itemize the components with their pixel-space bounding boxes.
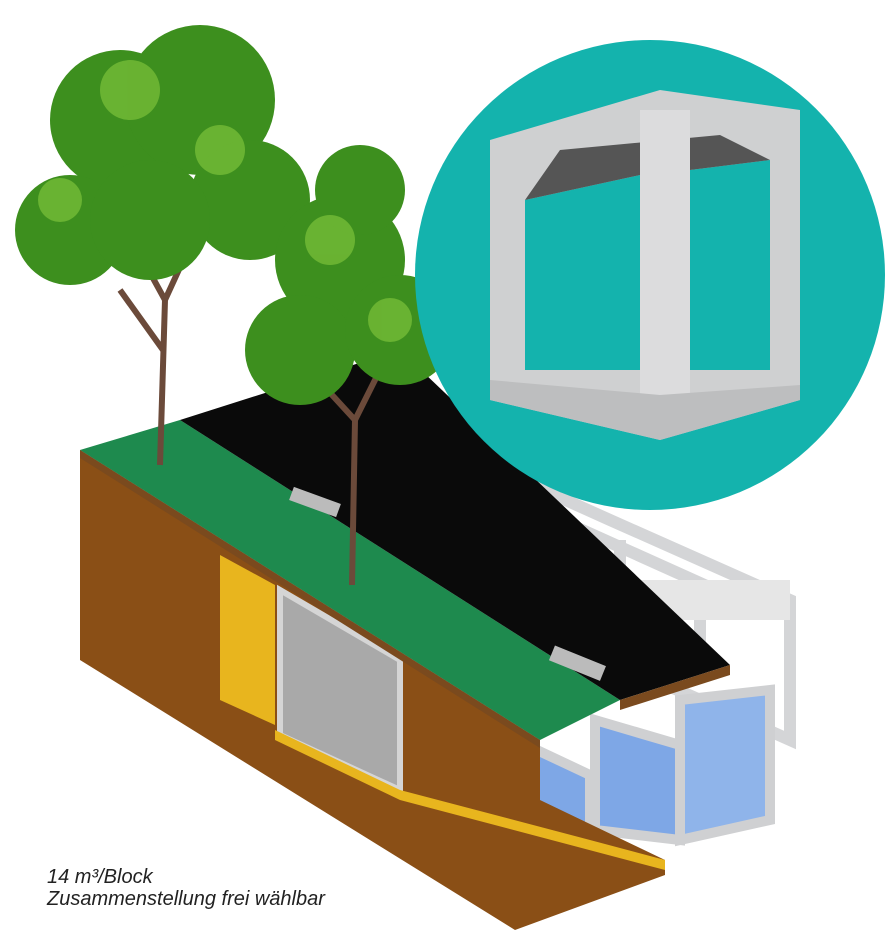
drain-grate xyxy=(548,645,606,681)
caption-configuration: Zusammenstellung frei wählbar xyxy=(47,888,325,910)
tree-right xyxy=(245,145,455,586)
caption: 14 m³/Block Zusammenstellung frei wählba… xyxy=(47,866,325,910)
lawn-edge xyxy=(80,450,540,748)
tree-left xyxy=(15,25,310,466)
road-surface xyxy=(180,350,730,700)
drain-grate xyxy=(289,486,341,518)
concrete-cube-icon xyxy=(490,90,800,440)
yellow-module xyxy=(220,555,275,725)
caption-volume: 14 m³/Block xyxy=(47,866,153,888)
